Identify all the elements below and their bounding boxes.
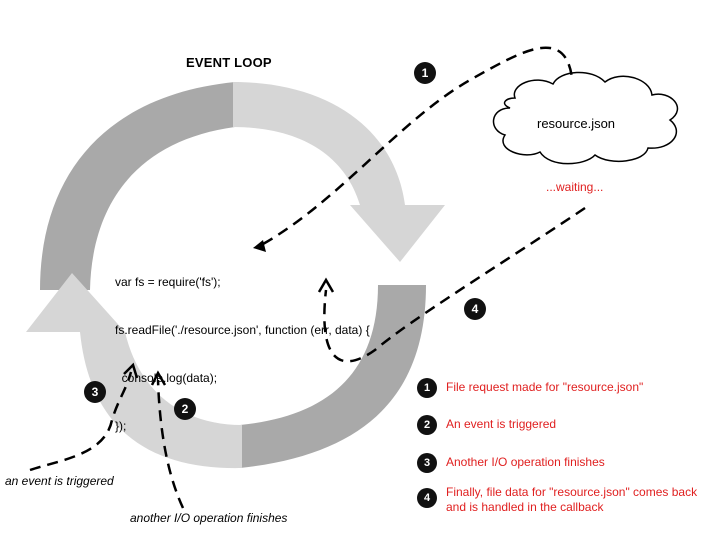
diagram-title: EVENT LOOP [186,55,272,70]
legend-badge: 1 [417,378,437,398]
top-arc-light [233,82,445,262]
bottom-arc-dark [240,285,426,468]
arrow-2-head [150,370,167,386]
caption-event-triggered: an event is triggered [5,474,114,488]
dashed-arrow-3 [29,371,133,472]
legend-text: File request made for "resource.json" [446,380,644,394]
arrow-4-head [317,277,335,293]
cloud-shape [492,71,679,165]
diagram-badge-2: 2 [174,398,196,420]
waiting-text: ...waiting... [546,180,604,194]
dashed-arrow-1 [262,46,574,246]
caption-io-finishes: another I/O operation finishes [130,511,288,525]
legend-text: Another I/O operation finishes [446,455,605,469]
code-line: console.log(data); [115,371,218,385]
legend-text: An event is triggered [446,417,557,431]
dashed-arrow-2 [156,379,185,509]
arrow-1-head [253,240,266,252]
dashed-arrow-4 [323,206,586,363]
code-block: var fs = require('fs'); fs.readFile('./r… [115,242,370,466]
code-line: }); [115,419,127,433]
code-line: var fs = require('fs'); [115,275,221,289]
cloud-label: resource.json [537,116,616,131]
diagram-badge-4: 4 [464,298,486,320]
legend-badge: 2 [417,415,437,435]
top-arc-dark [40,82,235,290]
legend-badge: 4 [417,488,437,508]
diagram-badge-1: 1 [414,62,436,84]
arrow-3-head [123,362,139,379]
legend-text: Finally, file data for "resource.json" c… [446,485,698,514]
code-line: fs.readFile('./resource.json', function … [115,323,370,337]
diagram-badge-3: 3 [84,381,106,403]
legend-badge: 3 [417,453,437,473]
